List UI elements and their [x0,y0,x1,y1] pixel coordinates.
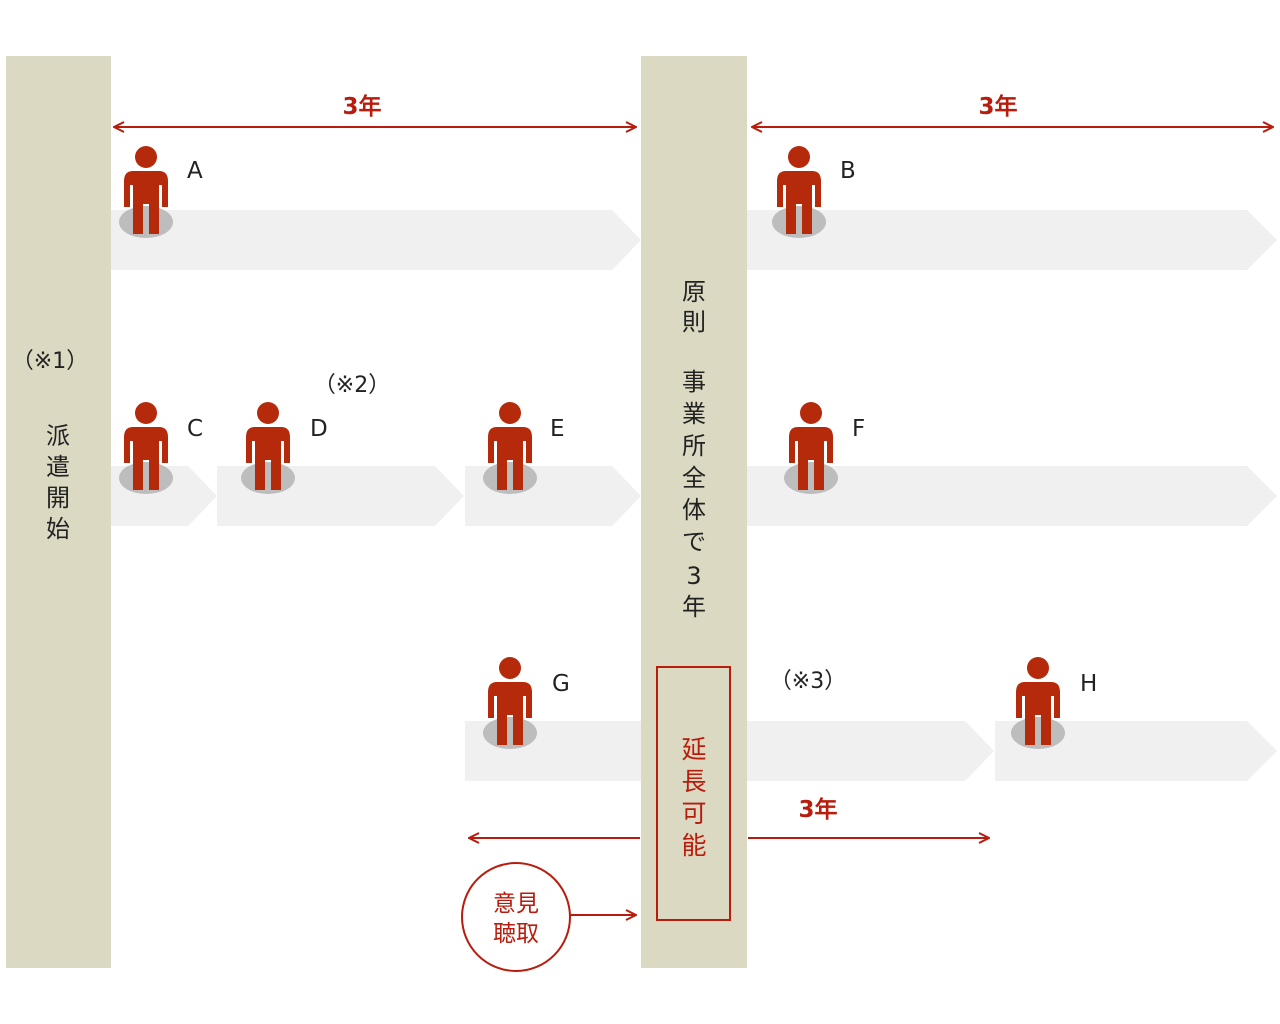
person-b-figure [772,146,826,238]
track-b [747,210,1277,270]
left-bar-char: 開 [46,484,70,512]
center-bar-char: で [682,528,706,556]
hearing-circle-line2: 聴取 [493,921,539,947]
extension-char: 長 [681,767,706,796]
person-label-e: E [550,416,565,442]
left-bar [6,56,111,968]
left-bar-char: 始 [46,515,70,543]
track-a [111,210,641,270]
extension-char: 延 [681,735,706,764]
left-bar-char: 遣 [46,453,70,481]
left-bar-text: 派 遣 開 始 [46,422,70,543]
person-f-figure [784,402,838,494]
center-bar-char: 全 [682,464,706,492]
track-f [747,466,1277,526]
duration-label-bottom: 3年 [798,796,837,823]
person-d-figure [241,402,295,494]
persons [119,146,1065,749]
person-c-figure [119,402,173,494]
person-label-a: A [187,158,203,184]
extension-box-text: 延 長 可 能 [681,735,706,860]
center-bar-char: 事 [682,368,706,396]
duration-label-top-right: 3年 [978,93,1017,120]
person-label-d: D [310,416,328,442]
extension-char: 可 [681,799,706,828]
center-bar-char: 3 [686,562,701,590]
track-h [995,721,1277,781]
center-bar-char: 年 [682,593,706,621]
center-bar-text: 原 則 事 業 所 全 体 で 3 年 [682,278,706,621]
person-label-f: F [852,416,865,442]
note-3: （※3） [770,669,846,694]
note-2: （※2） [314,373,390,398]
person-a-figure [119,146,173,238]
left-bar-char: 派 [46,422,70,450]
track-g-right [747,721,994,781]
person-label-c: C [187,416,203,442]
extension-char: 能 [681,831,706,860]
person-h-figure [1011,657,1065,749]
person-g-figure [483,657,537,749]
person-label-b: B [840,158,856,184]
center-bar-char: 所 [682,432,706,460]
center-bar-char: 原 [682,278,706,306]
center-bar-char: 体 [682,496,706,524]
hearing-circle-line1: 意見 [493,891,539,917]
person-e-figure [483,402,537,494]
duration-label-top-left: 3年 [342,93,381,120]
center-bar-char: 則 [682,308,706,336]
extension-box [656,666,731,921]
note-1: （※1） [12,349,88,374]
hearing-circle [461,862,571,972]
person-label-h: H [1080,671,1097,697]
center-bar-char: 業 [682,400,706,428]
person-label-g: G [552,671,570,697]
